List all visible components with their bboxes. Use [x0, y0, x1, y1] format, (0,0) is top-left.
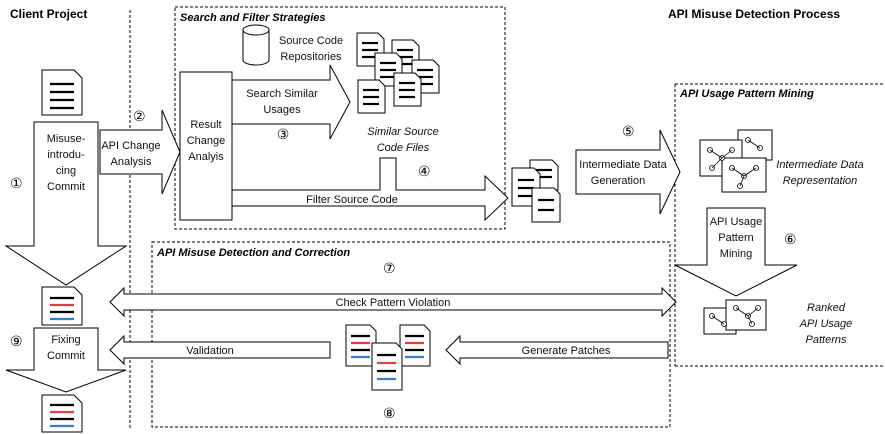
- api-change-label-1: API Change: [101, 140, 160, 152]
- intermediate-graph-icons: [699, 129, 773, 193]
- generate-patches-label: Generate Patches: [522, 345, 611, 357]
- search-filter-box: [174, 6, 506, 230]
- intermediate-rep-label-2: Representation: [783, 175, 858, 187]
- fixing-commit-label-2: Commit: [47, 350, 85, 362]
- step-9-number: ⑨: [10, 334, 23, 350]
- search-similar-arrow: [231, 64, 351, 140]
- usage-mining-label-3: Mining: [720, 248, 752, 260]
- fixing-commit-label-1: Fixing: [51, 334, 80, 346]
- intermediate-rep-label-1: Intermediate Data: [776, 159, 863, 171]
- similar-files-label-1: Similar Source: [367, 126, 439, 138]
- step-8-number: ⑧: [383, 406, 396, 422]
- result-change-label-1: Result: [190, 119, 221, 131]
- misuse-commit-arrow: [4, 121, 128, 286]
- step-3-number: ③: [277, 127, 290, 143]
- filter-source-label: Filter Source Code: [306, 194, 398, 206]
- usage-mining-label-1: API Usage: [710, 216, 763, 228]
- check-violation-arrow: [109, 286, 677, 318]
- api-change-label-2: Analysis: [111, 156, 152, 168]
- result-change-box: [179, 71, 233, 221]
- similar-files-documents: [356, 32, 440, 114]
- step-5-number: ⑤: [622, 124, 635, 140]
- source-repos-label-2: Repositories: [280, 51, 342, 63]
- step-4-number: ④: [418, 164, 431, 180]
- client-project-heading: Client Project: [10, 7, 87, 21]
- result-change-label-2: Change: [187, 135, 226, 147]
- usage-mining-label-2: Pattern: [718, 232, 753, 244]
- client-misuse-document: [41, 286, 83, 326]
- step-6-number: ⑥: [784, 232, 797, 248]
- detection-process-heading: API Misuse Detection Process: [668, 7, 840, 21]
- check-violation-label: Check Pattern Violation: [336, 297, 451, 309]
- step-1-number: ①: [10, 176, 23, 192]
- search-filter-title: Search and Filter Strategies: [180, 12, 326, 24]
- patch-documents: [345, 324, 431, 391]
- source-repos-label-1: Source Code: [279, 35, 343, 47]
- client-fixed-document: [41, 394, 83, 433]
- validation-arrow: [109, 334, 331, 366]
- fixing-commit-arrow: [5, 327, 127, 393]
- validation-label: Validation: [186, 345, 234, 357]
- misuse-commit-label-2: introdu-: [47, 149, 85, 161]
- intermediate-gen-label-2: Generation: [591, 175, 645, 187]
- pattern-mining-arrow: [674, 207, 798, 297]
- result-change-label-3: Analyis: [188, 151, 224, 163]
- client-commit-document: [41, 69, 83, 116]
- generate-patches-arrow: [445, 334, 669, 366]
- ranked-label-2: API Usage: [799, 318, 853, 330]
- misuse-commit-label-1: Misuse-: [47, 133, 86, 145]
- intermediate-gen-label-1: Intermediate Data: [579, 159, 667, 171]
- step-2-number: ②: [133, 109, 146, 125]
- step-7-number: ⑦: [383, 261, 396, 277]
- database-icon: [242, 24, 270, 66]
- mining-title: API Usage Pattern Mining: [679, 88, 814, 100]
- search-similar-label-2: Usages: [263, 104, 301, 116]
- ranked-label-3: Patterns: [806, 334, 847, 346]
- ranked-patterns-icons: [703, 299, 767, 335]
- search-similar-label-1: Search Similar: [246, 88, 318, 100]
- misuse-commit-label-3: cing: [56, 165, 76, 177]
- filter-source-arrow: [231, 157, 509, 222]
- intermediate-gen-arrow: [575, 129, 681, 215]
- api-change-arrow: [99, 109, 181, 195]
- detection-title: API Misuse Detection and Correction: [156, 247, 350, 259]
- filtered-documents: [511, 159, 561, 223]
- similar-files-label-2: Code Files: [377, 142, 430, 154]
- ranked-label-1: Ranked: [807, 302, 846, 314]
- detection-box: [151, 241, 671, 428]
- misuse-commit-label-4: Commit: [47, 181, 85, 193]
